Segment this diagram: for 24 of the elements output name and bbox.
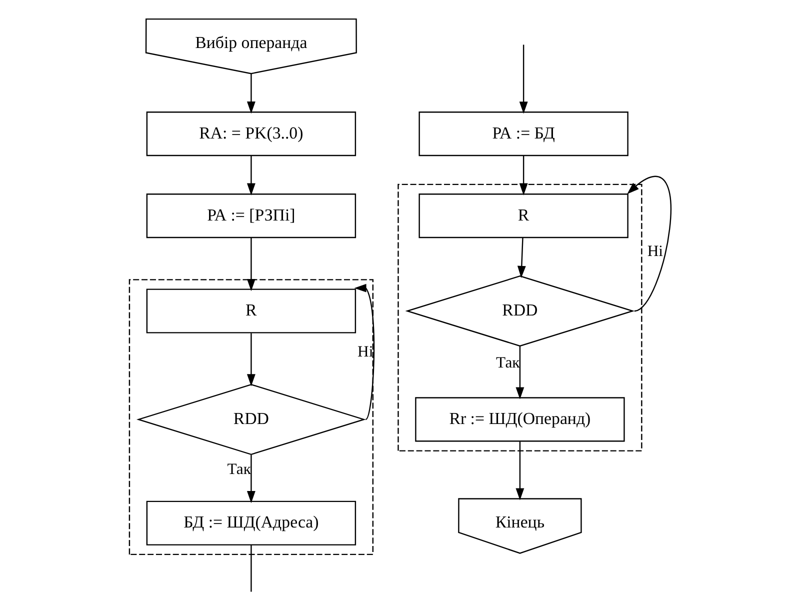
node-box: РА := БД	[418, 112, 628, 156]
arrow	[246, 454, 256, 504]
arrow	[246, 156, 256, 196]
node-diamond: RDD	[405, 275, 635, 347]
node-box: РА := [РЗПi]	[146, 194, 356, 238]
edge-label: Так	[496, 354, 520, 372]
node-diamond: RDD	[136, 384, 366, 456]
arrow	[627, 176, 672, 312]
edge-label: Ні	[358, 344, 374, 361]
node-box: R	[146, 288, 356, 334]
arrow	[246, 238, 256, 292]
arrow	[519, 156, 528, 196]
arrow	[519, 44, 528, 114]
arrow	[516, 442, 524, 500]
node-box: Rr := ШД(Операнд)	[415, 397, 625, 442]
connector	[250, 544, 252, 592]
node-box: БД := ШД(Адреса)	[146, 500, 356, 546]
node-box: R	[418, 194, 628, 238]
arrow	[516, 346, 524, 400]
arrow	[246, 74, 256, 114]
arrow	[517, 238, 526, 278]
arrow	[246, 333, 256, 386]
edge-label: Ні	[647, 242, 663, 260]
node-box: RA: = PK(3..0)	[146, 112, 356, 156]
